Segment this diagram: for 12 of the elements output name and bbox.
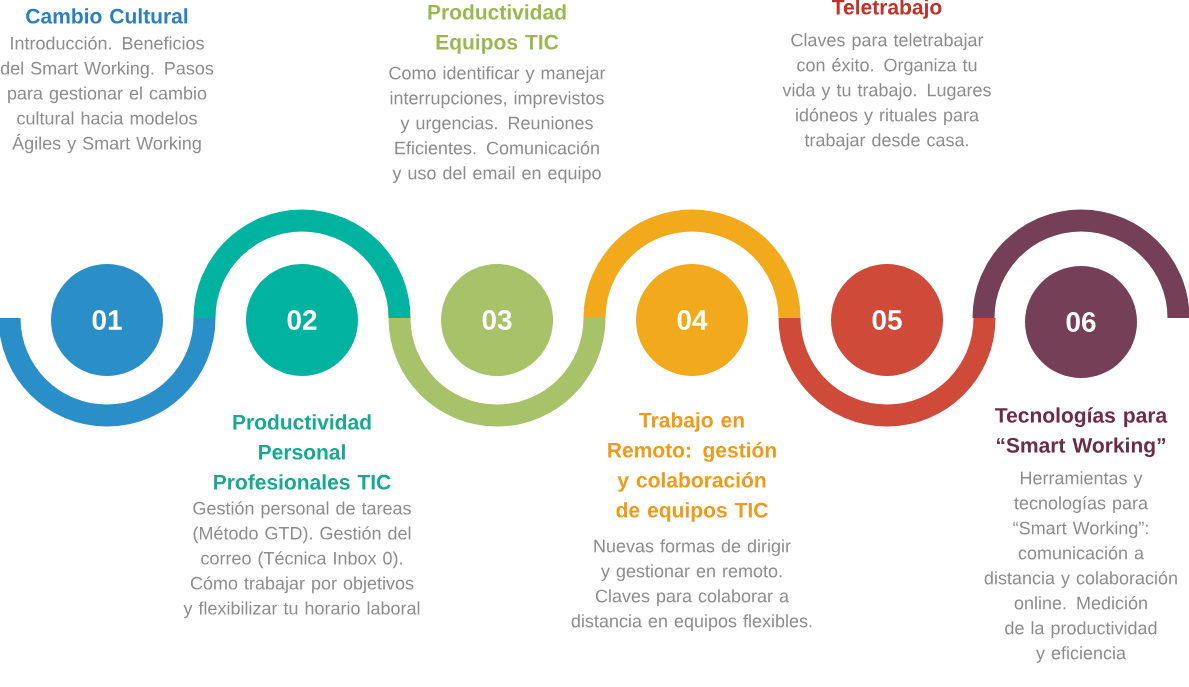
description: Nuevas formas de dirigir y gestionar en remoto. Claves para colaborar a distancia en equipos flexibles.	[571, 539, 812, 631]
heading: Productividad Personal Profesionales TIC	[214, 414, 391, 490]
heading: Cambio Cultural	[26, 8, 188, 24]
heading: Productividad Equipos TIC	[428, 4, 566, 54]
description: Gestión personal de tareas (Método GTD). Gestión del correo (Técnica Inbox 0). Cómo trabajar por objetivos y flexibilizar tu horario laboral	[183, 501, 420, 619]
description: Claves para teletrabajar con éxito. Organiza tu vida y tu trabajo. Lugares idóneos y rituales para trabajar desde casa.	[782, 33, 991, 150]
description: Como identificar y manejar interrupciones, imprevistos y urgencias. Reuniones Eficientes. Comunicación y uso del email en equipo	[389, 66, 606, 183]
description: Herramientas y tecnologías para “Smart Working”: comunicación a distancia y colaboración online. Medición de la productividad y eficiencia	[984, 471, 1177, 663]
heading: Tecnologías para “Smart Working”	[995, 407, 1168, 458]
heading: Teletrabajo	[832, 0, 942, 19]
heading: Trabajo en Remoto: gestión y colaboración de equipos TIC	[608, 412, 776, 522]
description: Introducción. Beneficios del Smart Working. Pasos para gestionar el cambio cultural hacia modelos Ágiles y Smart Working	[0, 36, 214, 154]
